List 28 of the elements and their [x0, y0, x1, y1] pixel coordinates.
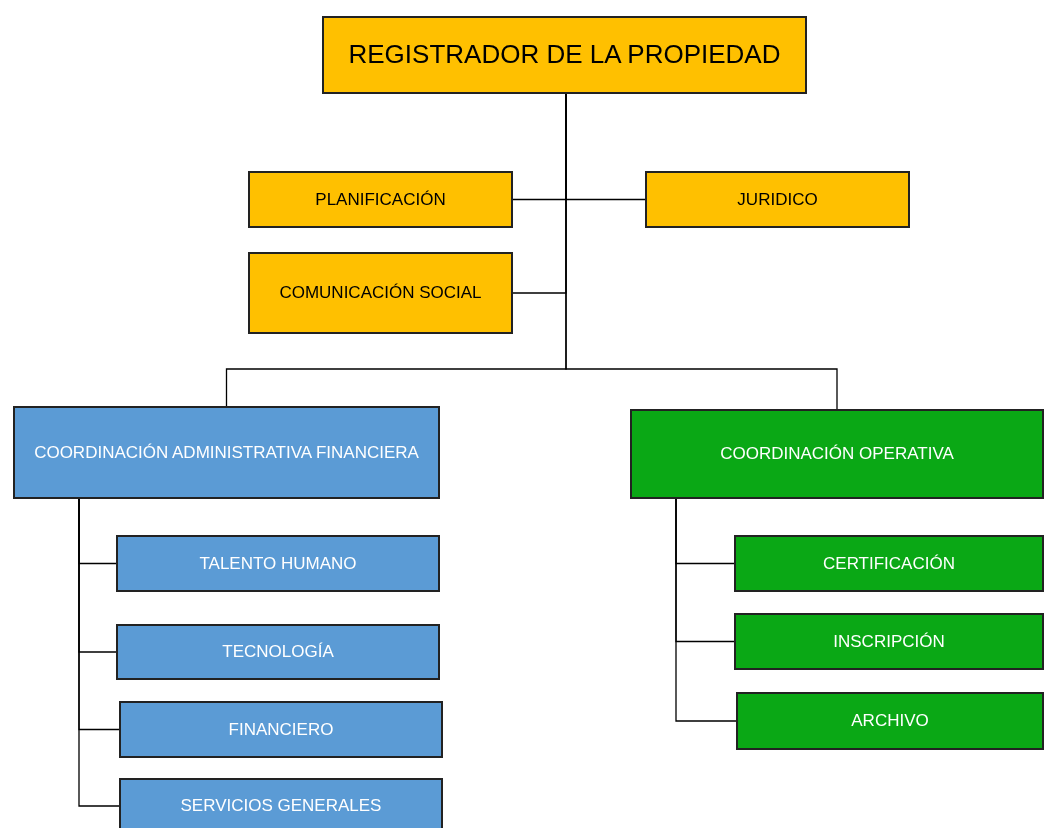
org-box — [645, 171, 910, 228]
org-box — [119, 701, 443, 758]
box-label: TECNOLOGÍA — [221, 641, 335, 664]
org-box — [119, 778, 443, 828]
org-box — [630, 409, 1044, 499]
box-label: COORDINACIÓN OPERATIVA — [719, 443, 955, 466]
box-label: COMUNICACIÓN SOCIAL — [278, 282, 483, 305]
connector-line — [78, 498, 120, 807]
org-box — [116, 535, 440, 592]
org-box — [248, 171, 513, 228]
box-label: TALENTO HUMANO — [198, 552, 358, 575]
box-label: ARCHIVO — [850, 710, 930, 733]
connector-line — [675, 498, 737, 722]
box-label: FINANCIERO — [227, 718, 335, 741]
box-label: JURIDICO — [736, 188, 819, 211]
org-box — [248, 252, 513, 334]
org-box — [13, 406, 440, 499]
box-label: INSCRIPCIÓN — [832, 630, 946, 653]
box-label: SERVICIOS GENERALES — [179, 795, 383, 818]
box-label: COORDINACIÓN ADMINISTRATIVA FINANCIERA — [33, 441, 420, 464]
org-box — [322, 16, 807, 94]
box-label: CERTIFICACIÓN — [822, 552, 956, 575]
box-label: REGISTRADOR DE LA PROPIEDAD — [347, 38, 782, 72]
org-box — [734, 613, 1044, 670]
org-box — [736, 692, 1044, 750]
box-label: PLANIFICACIÓN — [314, 188, 447, 211]
org-box — [116, 624, 440, 680]
org-box — [734, 535, 1044, 592]
